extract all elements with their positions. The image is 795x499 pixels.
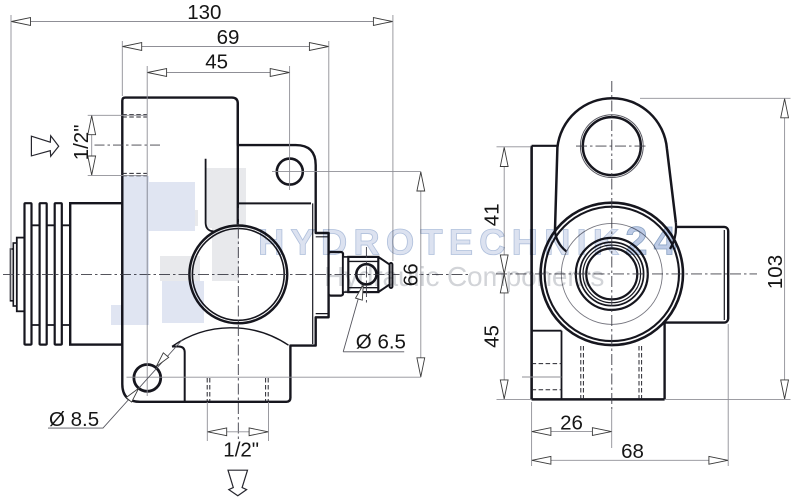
svg-text:Hydraulic Components: Hydraulic Components (324, 261, 604, 292)
svg-text:Ø 8.5: Ø 8.5 (49, 408, 99, 431)
svg-text:103: 103 (764, 255, 787, 289)
svg-text:45: 45 (205, 51, 228, 74)
svg-text:HYDROTECHNIK24: HYDROTECHNIK24 (258, 220, 682, 264)
svg-text:69: 69 (217, 26, 240, 49)
svg-text:45: 45 (481, 325, 504, 348)
svg-text:41: 41 (481, 203, 504, 226)
svg-text:26: 26 (560, 411, 583, 434)
svg-text:130: 130 (187, 1, 221, 24)
svg-text:68: 68 (621, 440, 644, 463)
svg-text:1/2": 1/2" (70, 125, 93, 161)
svg-text:66: 66 (400, 263, 423, 286)
svg-text:1/2": 1/2" (223, 438, 259, 461)
svg-text:Ø 6.5: Ø 6.5 (356, 330, 406, 353)
